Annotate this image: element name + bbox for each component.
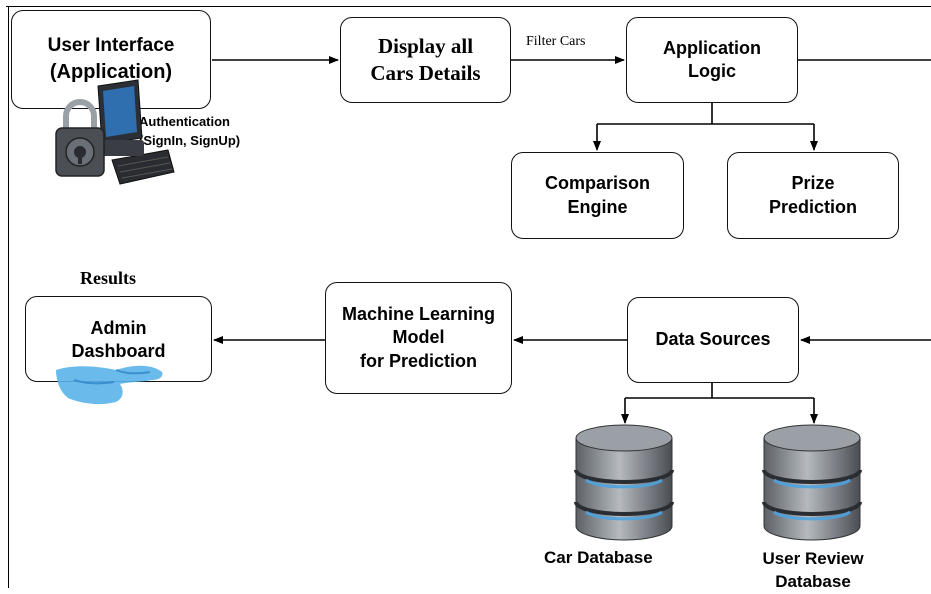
- authentication-line1: Authentication: [139, 114, 230, 129]
- comparison-engine-line2: Engine: [567, 196, 628, 217]
- prize-prediction-box: Prize Prediction: [727, 152, 899, 239]
- display-cars-line1: Display all: [377, 33, 474, 58]
- frame-top-line: [6, 6, 931, 7]
- data-sources-label: Data Sources: [655, 329, 771, 350]
- ml-model-box: Machine Learning Model for Prediction: [325, 282, 512, 394]
- ml-model-line1: Machine Learning: [341, 303, 496, 324]
- application-logic-box: Application Logic: [626, 17, 798, 103]
- prize-prediction-line1: Prize: [791, 173, 835, 194]
- comparison-engine-box: Comparison Engine: [511, 152, 684, 239]
- user-interface-line1: User Interface: [47, 35, 175, 57]
- computer-lock-icon: [55, 79, 175, 185]
- admin-dashboard-line2: Dashboard: [71, 341, 166, 362]
- application-logic-line2: Logic: [688, 61, 736, 81]
- display-cars-line2: Cars Details: [370, 61, 481, 85]
- admin-dashboard-box: Admin Dashboard: [25, 296, 212, 382]
- ml-model-line3: for Prediction: [359, 350, 477, 371]
- authentication-label: Authentication (SignIn, SignUp): [139, 113, 240, 151]
- application-logic-line1: Application: [663, 37, 761, 58]
- user-interface-line2: (Application): [49, 60, 173, 83]
- user-review-line1: User Review: [762, 549, 864, 568]
- user-review-line2: Database: [775, 571, 851, 591]
- hand-icon: [56, 365, 163, 405]
- results-label: Results: [80, 268, 137, 288]
- prize-prediction-line2: Prediction: [768, 196, 857, 217]
- database-icon: [762, 424, 862, 541]
- display-cars-box: Display all Cars Details: [340, 17, 511, 103]
- comparison-engine-line1: Comparison: [544, 173, 650, 194]
- car-database-label: Car Database: [544, 548, 653, 567]
- admin-dashboard-line1: Admin: [90, 318, 147, 338]
- authentication-line2: (SignIn, SignUp): [139, 132, 241, 148]
- frame-left-line: [8, 6, 9, 588]
- user-review-database-label: User Review Database: [738, 548, 888, 594]
- ml-model-line2: Model: [392, 327, 445, 348]
- database-icon: [574, 424, 674, 541]
- data-sources-box: Data Sources: [627, 297, 799, 383]
- filter-cars-label: Filter Cars: [526, 34, 586, 49]
